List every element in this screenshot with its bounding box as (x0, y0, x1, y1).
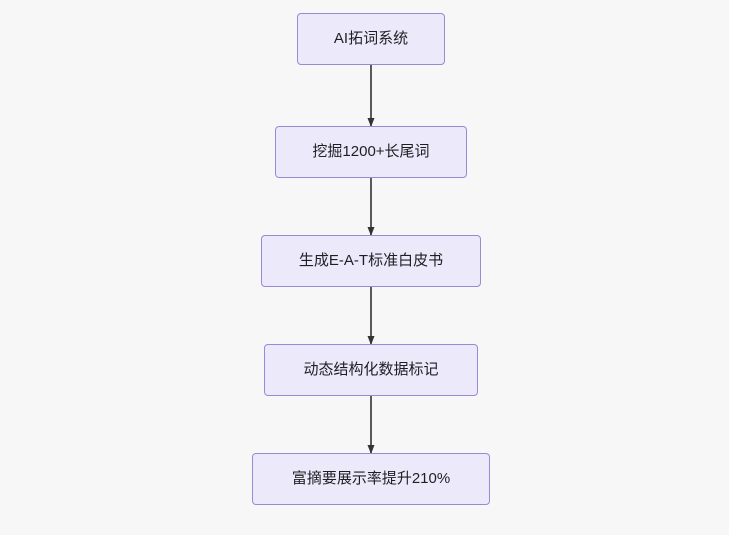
flow-node-label: AI拓词系统 (333, 30, 409, 47)
flow-node-n5[interactable]: 富摘要展示率提升210% (252, 453, 490, 505)
flow-node-n4[interactable]: 动态结构化数据标记 (264, 344, 478, 396)
flow-node-n2[interactable]: 挖掘1200+长尾词 (275, 126, 467, 178)
flow-node-label: 富摘要展示率提升210% (291, 470, 451, 487)
flow-node-label: 动态结构化数据标记 (303, 361, 439, 378)
flow-node-n1[interactable]: AI拓词系统 (297, 13, 445, 65)
flow-node-label: 生成E-A-T标准白皮书 (298, 252, 444, 269)
flow-node-n3[interactable]: 生成E-A-T标准白皮书 (261, 235, 481, 287)
flow-node-label: 挖掘1200+长尾词 (312, 143, 430, 160)
